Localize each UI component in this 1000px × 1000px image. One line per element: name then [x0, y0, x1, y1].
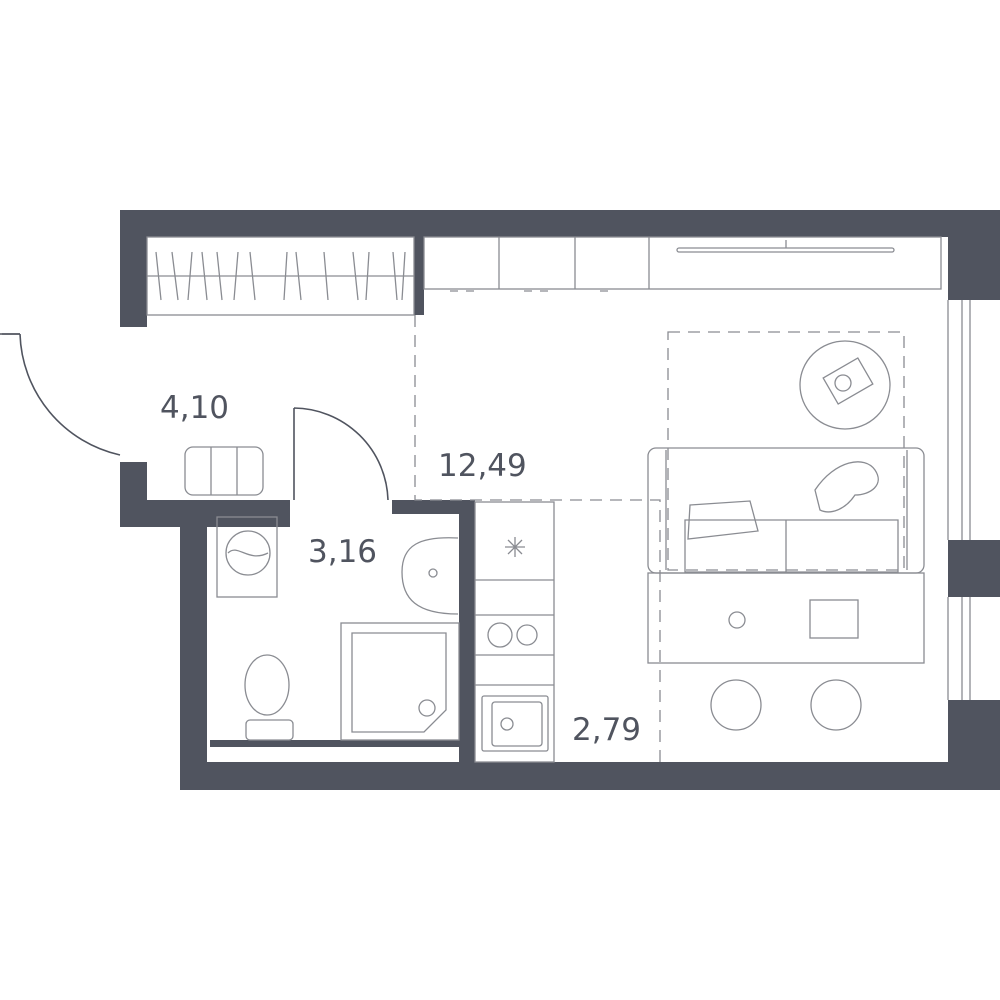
kitchen-unit: [474, 501, 555, 763]
hallway-area-label: 4,10: [160, 390, 229, 426]
stools: [710, 679, 862, 731]
ottoman: [184, 446, 264, 496]
tv: [676, 240, 895, 253]
living-room-area-label: 12,49: [438, 448, 527, 484]
shower: [340, 622, 460, 741]
bathroom-door[interactable]: [293, 407, 389, 501]
walls: [120, 210, 1000, 790]
windows: [947, 300, 971, 700]
rug-area: [414, 315, 905, 762]
washing-machine: [216, 516, 278, 598]
upper-cabinets: [423, 236, 942, 292]
bathroom-area-label: 3,16: [308, 534, 377, 570]
entrance-door[interactable]: [0, 333, 121, 456]
sink: [401, 537, 459, 615]
toilet: [244, 654, 294, 741]
round-table: [799, 340, 891, 430]
kitchen-area-label: 2,79: [572, 712, 641, 748]
desk: [647, 572, 925, 664]
wardrobe: [146, 236, 415, 316]
fridge-icon: [505, 537, 525, 557]
sofa: [647, 447, 925, 574]
